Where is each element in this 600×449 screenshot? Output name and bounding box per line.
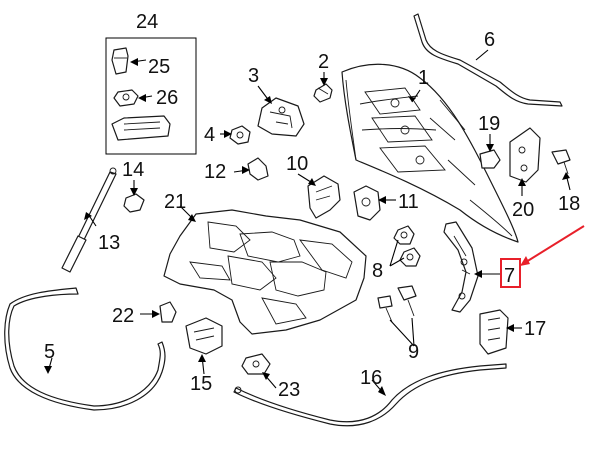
clip-22[interactable]	[159, 301, 177, 323]
callout-14: 14	[122, 159, 144, 181]
release-handle[interactable]	[307, 175, 341, 219]
nut-8-lower[interactable]	[399, 247, 421, 267]
callout-9: 9	[408, 341, 419, 363]
bolt-9-right[interactable]	[397, 285, 417, 317]
callout-5: 5	[44, 341, 55, 363]
release-bracket[interactable]	[185, 317, 223, 355]
callout-24: 24	[136, 11, 158, 33]
callout-6: 6	[484, 29, 495, 51]
callout-8: 8	[372, 260, 383, 282]
callout-13: 13	[98, 232, 120, 254]
lift-support-strut[interactable]	[61, 167, 117, 273]
callout-19: 19	[478, 113, 500, 135]
callout-18: 18	[558, 193, 580, 215]
release-cable[interactable]	[233, 363, 507, 427]
callout-2: 2	[318, 51, 329, 73]
hood-latch[interactable]	[257, 97, 305, 137]
callout-25: 25	[148, 56, 170, 78]
clip-19[interactable]	[479, 149, 501, 169]
nut[interactable]	[229, 125, 251, 145]
callout-23: 23	[278, 379, 300, 401]
callout-21: 21	[164, 191, 186, 213]
callout-20: 20	[512, 199, 534, 221]
release-handle-17[interactable]	[479, 309, 509, 355]
hood-insulator[interactable]	[163, 209, 367, 335]
callout-22: 22	[112, 305, 134, 327]
callout-3: 3	[248, 65, 259, 87]
bump-stop[interactable]	[313, 83, 333, 103]
callout-16: 16	[360, 367, 382, 389]
bolt-9-left[interactable]	[377, 295, 393, 323]
latch-11[interactable]	[353, 185, 381, 221]
clip-12[interactable]	[247, 157, 269, 181]
leader-lines	[47, 49, 571, 395]
callout-10: 10	[286, 153, 308, 175]
retainer-23[interactable]	[241, 353, 271, 375]
hood-weatherstrip[interactable]	[4, 287, 166, 411]
hood-seal-strip[interactable]	[413, 13, 563, 107]
callout-1: 1	[418, 67, 429, 89]
retainer-clip[interactable]	[113, 89, 139, 107]
callout-7: 7	[504, 265, 515, 287]
lock-bracket[interactable]	[111, 115, 171, 141]
highlight-marker	[500, 225, 585, 288]
callout-15: 15	[190, 373, 212, 395]
callout-numbers: 1 2 3 4 5 6 7 8 9 10 11 12 13 14 15 16 1…	[44, 11, 580, 401]
latch-bracket-20[interactable]	[509, 127, 541, 183]
leader-arrowheads	[44, 58, 570, 396]
hood-hinge[interactable]	[443, 221, 479, 313]
callout-12: 12	[204, 161, 226, 183]
bumper-stop[interactable]	[111, 47, 129, 75]
callout-17: 17	[524, 318, 546, 340]
hood-panel[interactable]	[341, 63, 519, 243]
screw-18[interactable]	[551, 149, 571, 175]
nut-8-upper[interactable]	[393, 225, 415, 245]
callout-26: 26	[156, 87, 178, 109]
kit-box	[105, 37, 197, 155]
callout-11: 11	[398, 191, 419, 213]
callout-4: 4	[204, 124, 215, 146]
